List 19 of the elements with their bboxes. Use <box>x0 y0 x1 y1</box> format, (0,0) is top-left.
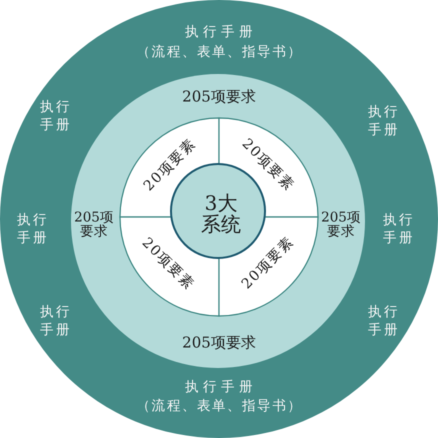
ring-label: 205项要求 <box>73 212 115 238</box>
ring-label: 205项要求 <box>182 336 256 350</box>
ring-label: 执行手册 <box>38 302 74 340</box>
ring-label: 执行手册 <box>382 210 416 248</box>
ring-label: 执行手册 <box>366 102 402 140</box>
ring-label: 执行手册 <box>366 302 402 340</box>
ring-label: 执行手册 <box>16 210 50 248</box>
ring-label: 执行手册 <box>38 98 74 134</box>
sector-label: 20项要素 <box>140 136 200 196</box>
sector-label: 20项要素 <box>238 234 298 294</box>
center-label: 3大系统 <box>200 193 242 235</box>
ring-label: 执行手册 <box>184 378 258 396</box>
ring-label: （流程、表单、指导书） <box>136 396 302 416</box>
ring-label: 执行手册 <box>184 22 258 42</box>
sector-label: 20项要素 <box>238 135 297 195</box>
ring-label: 205项要求 <box>320 212 362 238</box>
ring-label: （流程、表单、指导书） <box>136 42 302 62</box>
ring-label: 205项要求 <box>182 90 256 104</box>
sector-label: 20项要素 <box>138 234 197 294</box>
